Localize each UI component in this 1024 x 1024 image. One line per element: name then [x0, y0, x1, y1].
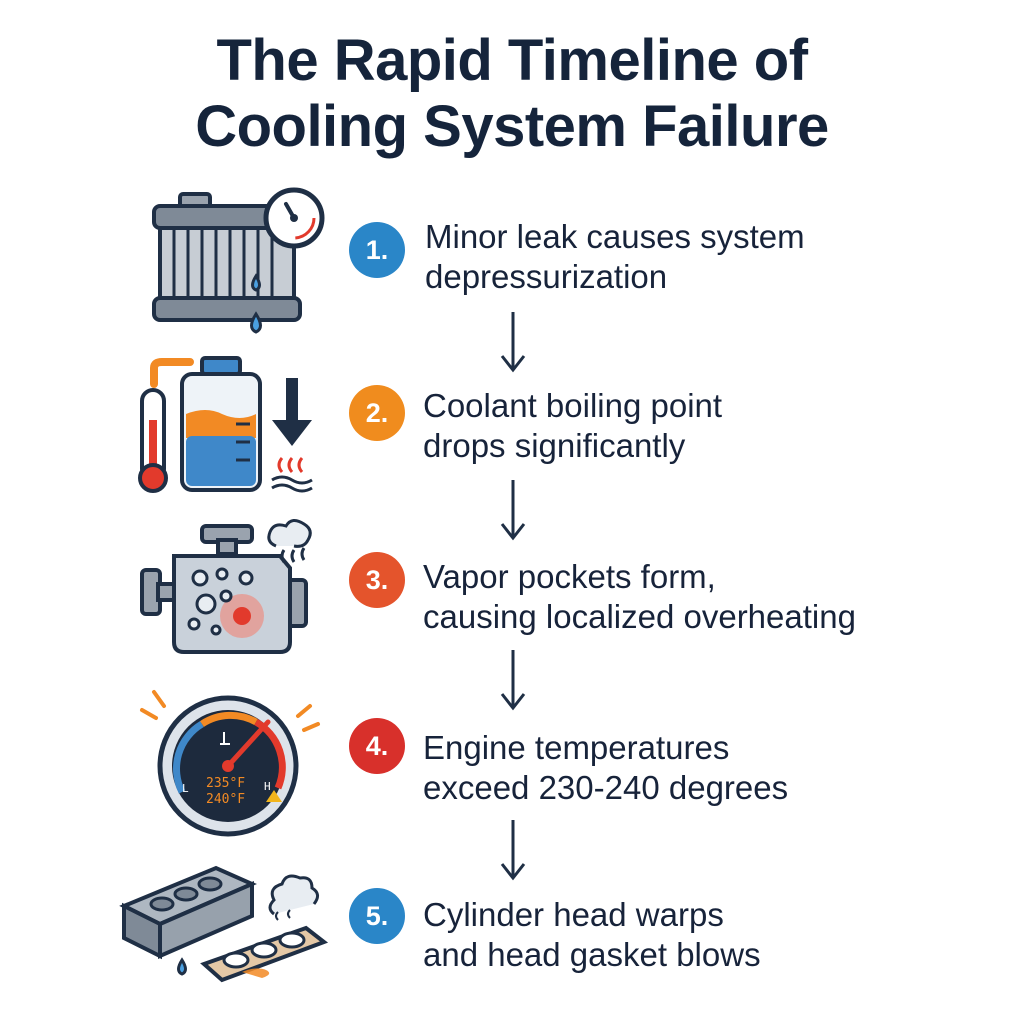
gauge-low-label: L — [182, 782, 189, 795]
title-line-2: Cooling System Failure — [195, 94, 829, 159]
step-2-text: Coolant boiling point drops significantl… — [423, 386, 722, 466]
gauge-reading-235: 235°F — [206, 776, 246, 791]
step-5-text: Cylinder head warps and head gasket blow… — [423, 895, 761, 975]
step-4-line-1: Engine temperatures — [423, 729, 730, 766]
step-1-line-2: depressurization — [425, 258, 668, 295]
step-1-text: Minor leak causes system depressurizatio… — [425, 217, 805, 297]
step-4-line-2: exceed 230-240 degrees — [423, 769, 789, 806]
step-4-badge: 4. — [349, 718, 405, 774]
gauge-high-label: H — [264, 780, 271, 793]
step-3-badge: 3. — [349, 552, 405, 608]
down-arrow-icon — [500, 820, 526, 881]
step-4-text: Engine temperatures exceed 230-240 degre… — [423, 728, 788, 808]
gauge-dial-graphic — [140, 690, 320, 837]
cylinder-head-gasket-icon — [119, 865, 329, 983]
step-1-line-1: Minor leak causes system — [425, 218, 805, 255]
step-2-line-2: drops significantly — [423, 427, 686, 464]
gauge-reading-240: 240°F — [206, 792, 246, 807]
step-3-line-2: causing localized overheating — [423, 598, 856, 635]
step-3-line-1: Vapor pockets form, — [423, 558, 716, 595]
step-2-line-1: Coolant boiling point — [423, 387, 723, 424]
down-arrow-icon — [500, 480, 526, 541]
step-2-badge: 2. — [349, 385, 405, 441]
down-arrow-icon — [500, 312, 526, 373]
step-1-badge: 1. — [349, 222, 405, 278]
page-title: The Rapid Timeline of Cooling System Fai… — [0, 28, 1024, 160]
step-5-badge: 5. — [349, 888, 405, 944]
down-arrow-icon — [500, 650, 526, 711]
temperature-gauge-icon: L H 235°F 240°F — [132, 680, 328, 840]
step-5-line-2: and head gasket blows — [423, 936, 761, 973]
title-line-1: The Rapid Timeline of — [216, 28, 808, 93]
step-3-text: Vapor pockets form, causing localized ov… — [423, 557, 856, 637]
radiator-leak-icon — [152, 187, 325, 334]
step-5-line-1: Cylinder head warps — [423, 896, 724, 933]
engine-block-hotspot-icon — [140, 519, 312, 654]
coolant-reservoir-thermometer-icon — [138, 356, 313, 493]
